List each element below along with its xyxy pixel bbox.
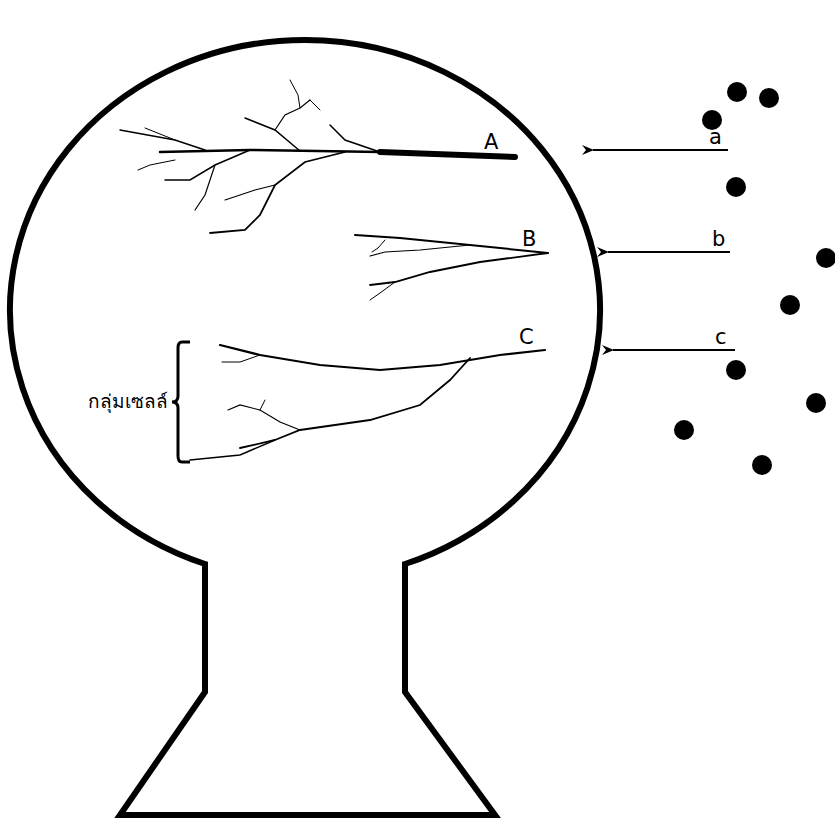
flask-outline <box>10 40 600 815</box>
part-label: C <box>519 327 534 348</box>
part-label: B <box>522 229 536 250</box>
part-label: A <box>484 132 498 153</box>
particles <box>674 82 835 475</box>
arrow-label: a <box>709 127 722 148</box>
arrow-b <box>608 251 730 253</box>
arrow-label: c <box>715 327 727 348</box>
neuron-a <box>120 80 515 233</box>
neuron-b <box>355 235 548 300</box>
neuron-c <box>190 345 545 460</box>
arrow-a <box>593 149 728 151</box>
arrow-c <box>613 349 735 351</box>
bracket <box>172 342 190 462</box>
group-label: กลุ่มเซลล์ <box>88 392 168 411</box>
arrow-label: b <box>712 229 725 250</box>
